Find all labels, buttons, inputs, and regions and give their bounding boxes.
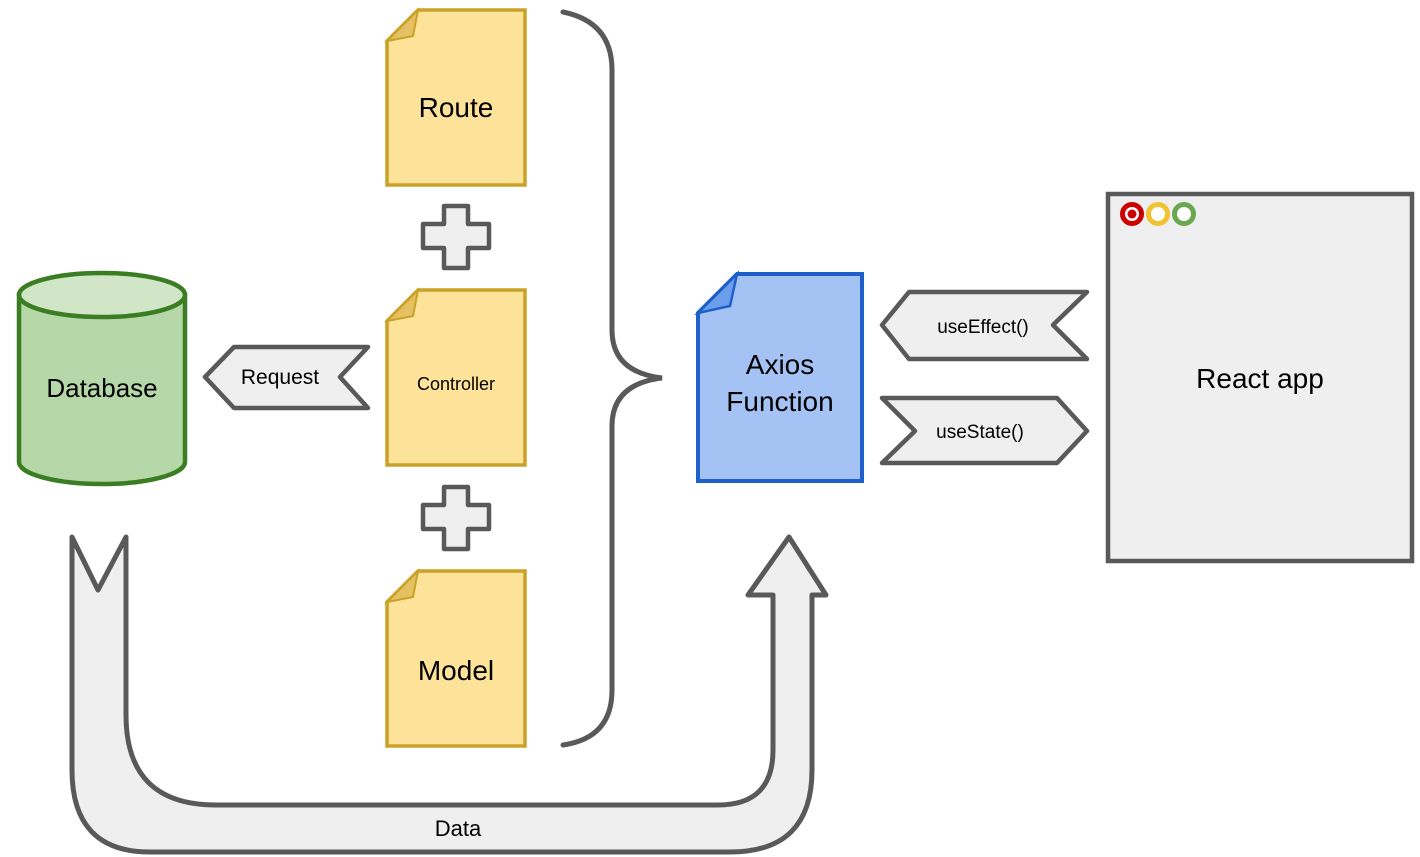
model-label: Model xyxy=(418,655,494,686)
database-label: Database xyxy=(46,373,157,403)
grouping-brace xyxy=(560,9,663,748)
react-app-label: React app xyxy=(1196,363,1324,394)
route-file: Route xyxy=(383,6,527,187)
controller-label: Controller xyxy=(417,374,495,394)
react-app-window: React app xyxy=(1105,191,1415,564)
request-label: Request xyxy=(241,366,319,389)
model-file: Model xyxy=(383,567,527,748)
request-arrow: Request xyxy=(202,344,371,411)
use-state-label: useState() xyxy=(936,422,1024,443)
use-state-arrow: useState() xyxy=(879,395,1090,466)
database-cylinder: Database xyxy=(16,270,188,487)
controller-file: Controller xyxy=(383,286,527,467)
data-label: Data xyxy=(435,816,482,841)
use-effect-arrow: useEffect() xyxy=(879,289,1090,362)
plus-icon xyxy=(420,484,492,552)
axios-label-line1: Axios xyxy=(746,349,814,380)
use-effect-label: useEffect() xyxy=(937,317,1029,338)
axios-label-line2: Function xyxy=(726,386,833,417)
data-arrow xyxy=(69,534,829,855)
route-label: Route xyxy=(419,92,494,123)
plus-icon xyxy=(420,203,492,271)
window-dots-icon xyxy=(1120,202,1196,226)
axios-function-file: Axios Function xyxy=(694,270,864,483)
